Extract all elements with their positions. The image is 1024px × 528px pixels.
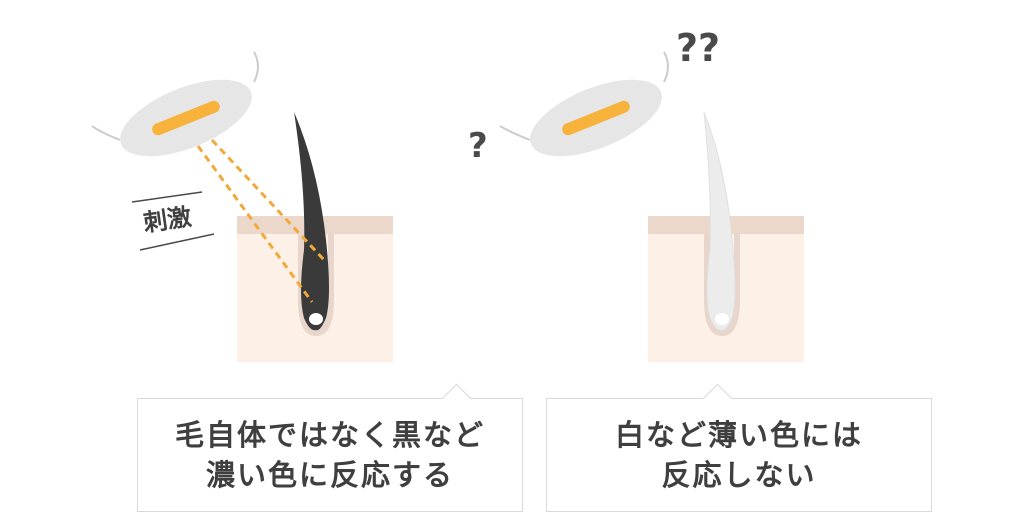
right-panel — [499, 51, 804, 362]
question-marks-icon: ?? — [676, 26, 721, 70]
stimulus-label: 刺激 — [141, 202, 194, 238]
laser-beam-2 — [210, 138, 328, 264]
caption-left: 毛自体ではなく黒など 濃い色に反応する — [137, 383, 523, 512]
device-cord-left — [91, 51, 259, 141]
laser-device-icon — [120, 79, 252, 157]
device-cord-right — [499, 51, 669, 141]
laser-device-icon-right — [530, 79, 662, 157]
stimulus-line-top — [131, 191, 203, 203]
caption-left-line1: 毛自体ではなく黒など — [174, 418, 485, 452]
dark-hair-icon — [294, 112, 329, 331]
caption-right-line2: 反応しない — [661, 458, 817, 492]
stimulus-line-bottom — [139, 233, 215, 251]
light-hair-icon — [703, 111, 736, 331]
left-panel — [91, 51, 393, 362]
caption-right: 白など薄い色には 反応しない — [546, 383, 932, 512]
caption-left-line2: 濃い色に反応する — [205, 458, 454, 492]
laser-beam-1 — [196, 145, 314, 303]
caption-right-line1: 白など薄い色には — [614, 418, 863, 452]
question-mark-icon: ? — [468, 126, 488, 166]
